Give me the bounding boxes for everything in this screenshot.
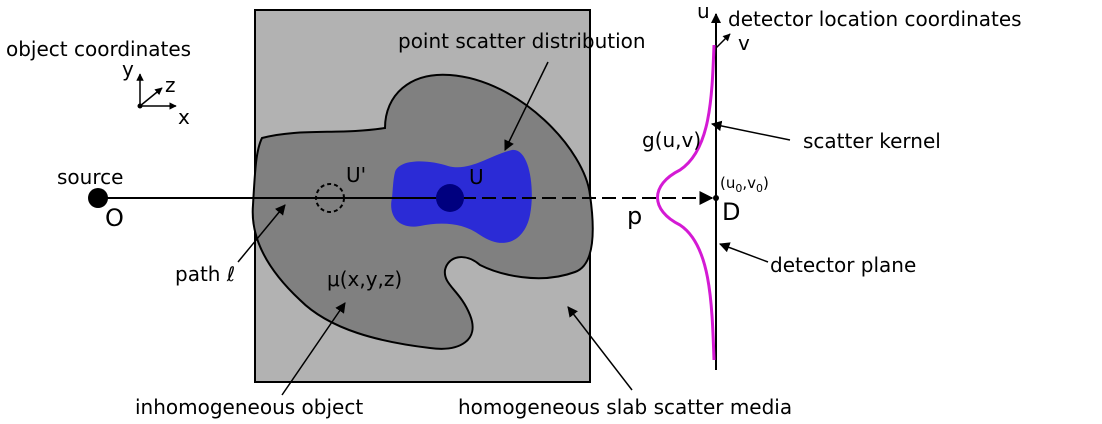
arrow-detector-plane bbox=[719, 242, 769, 263]
u-point-label: U bbox=[469, 165, 484, 189]
source-point-label: O bbox=[105, 204, 124, 232]
g-kernel-label: g(u,v) bbox=[642, 128, 701, 152]
arrow-path bbox=[237, 204, 286, 263]
object-axes bbox=[136, 73, 177, 110]
detector-point-d bbox=[713, 195, 719, 201]
detector-v-axis bbox=[715, 33, 731, 49]
u-prime-label: U' bbox=[346, 163, 366, 187]
detector-location-coordinates-label: detector location coordinates bbox=[728, 7, 1022, 31]
point-scatter-distribution-label: point scatter distribution bbox=[398, 29, 646, 53]
d-point-label: D bbox=[722, 198, 740, 226]
detector-v-axis-label: v bbox=[738, 31, 750, 55]
path-label: path ℓ bbox=[175, 262, 235, 286]
arrow-mu bbox=[281, 302, 346, 396]
arrow-slab bbox=[567, 306, 633, 391]
axis-y-label: y bbox=[122, 57, 134, 81]
inhomogeneous-object-label: inhomogeneous object bbox=[135, 395, 363, 419]
mu-label: μ(x,y,z) bbox=[327, 267, 402, 291]
scatter-point-u bbox=[436, 184, 464, 212]
detector-u-axis-label: u bbox=[697, 0, 710, 23]
homogeneous-slab-label: homogeneous slab scatter media bbox=[458, 395, 792, 419]
arrow-point-scatter bbox=[504, 61, 549, 151]
p-point-label: p bbox=[627, 202, 642, 230]
scatter-kernel-label: scatter kernel bbox=[803, 129, 941, 153]
d-coordinates-label: (u0,v0) bbox=[720, 174, 769, 195]
detector-plane-label: detector plane bbox=[770, 253, 916, 277]
scatter-kernel-curve bbox=[656, 44, 716, 361]
source-label: source bbox=[57, 165, 123, 189]
object-coordinates-label: object coordinates bbox=[6, 37, 191, 61]
source-point bbox=[88, 188, 108, 208]
axis-x-label: x bbox=[178, 105, 190, 129]
axis-z-label: z bbox=[165, 73, 176, 97]
arrow-scatter-kernel bbox=[710, 120, 791, 141]
